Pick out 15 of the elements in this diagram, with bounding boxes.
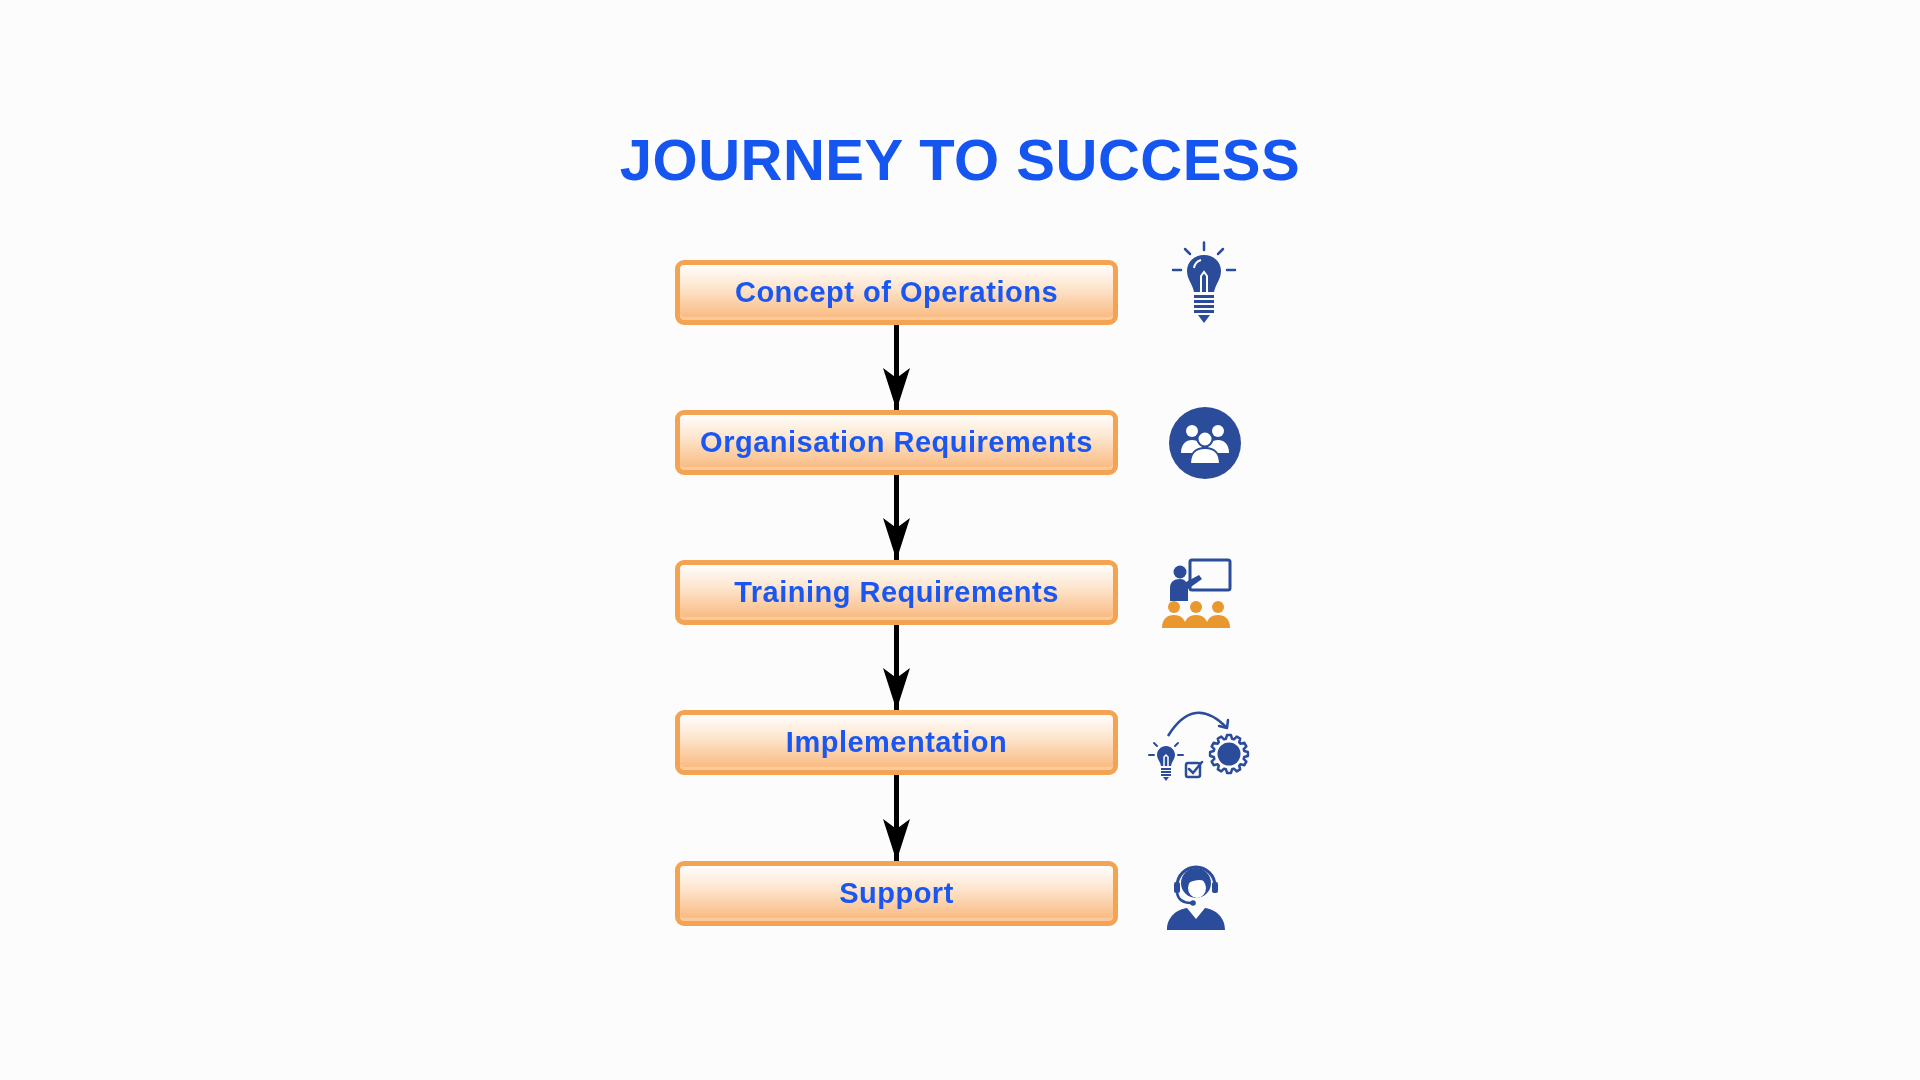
connector-arrow: [883, 325, 910, 410]
connector-arrow: [883, 475, 910, 560]
step-label: Implementation: [784, 725, 1009, 760]
step-label: Organisation Requirements: [699, 425, 1094, 460]
diagram-title: JOURNEY TO SUCCESS: [619, 131, 1301, 189]
step-box: [675, 861, 1118, 926]
step-box: [675, 560, 1118, 625]
step-label: Concept of Operations: [733, 275, 1060, 310]
step-box: [675, 260, 1118, 325]
connector-arrow: [883, 775, 910, 861]
step-label: Support: [838, 876, 955, 911]
connector-arrow: [883, 625, 910, 710]
step-box: [675, 710, 1118, 775]
step-box: [675, 410, 1118, 475]
step-label: Training Requirements: [733, 575, 1060, 610]
